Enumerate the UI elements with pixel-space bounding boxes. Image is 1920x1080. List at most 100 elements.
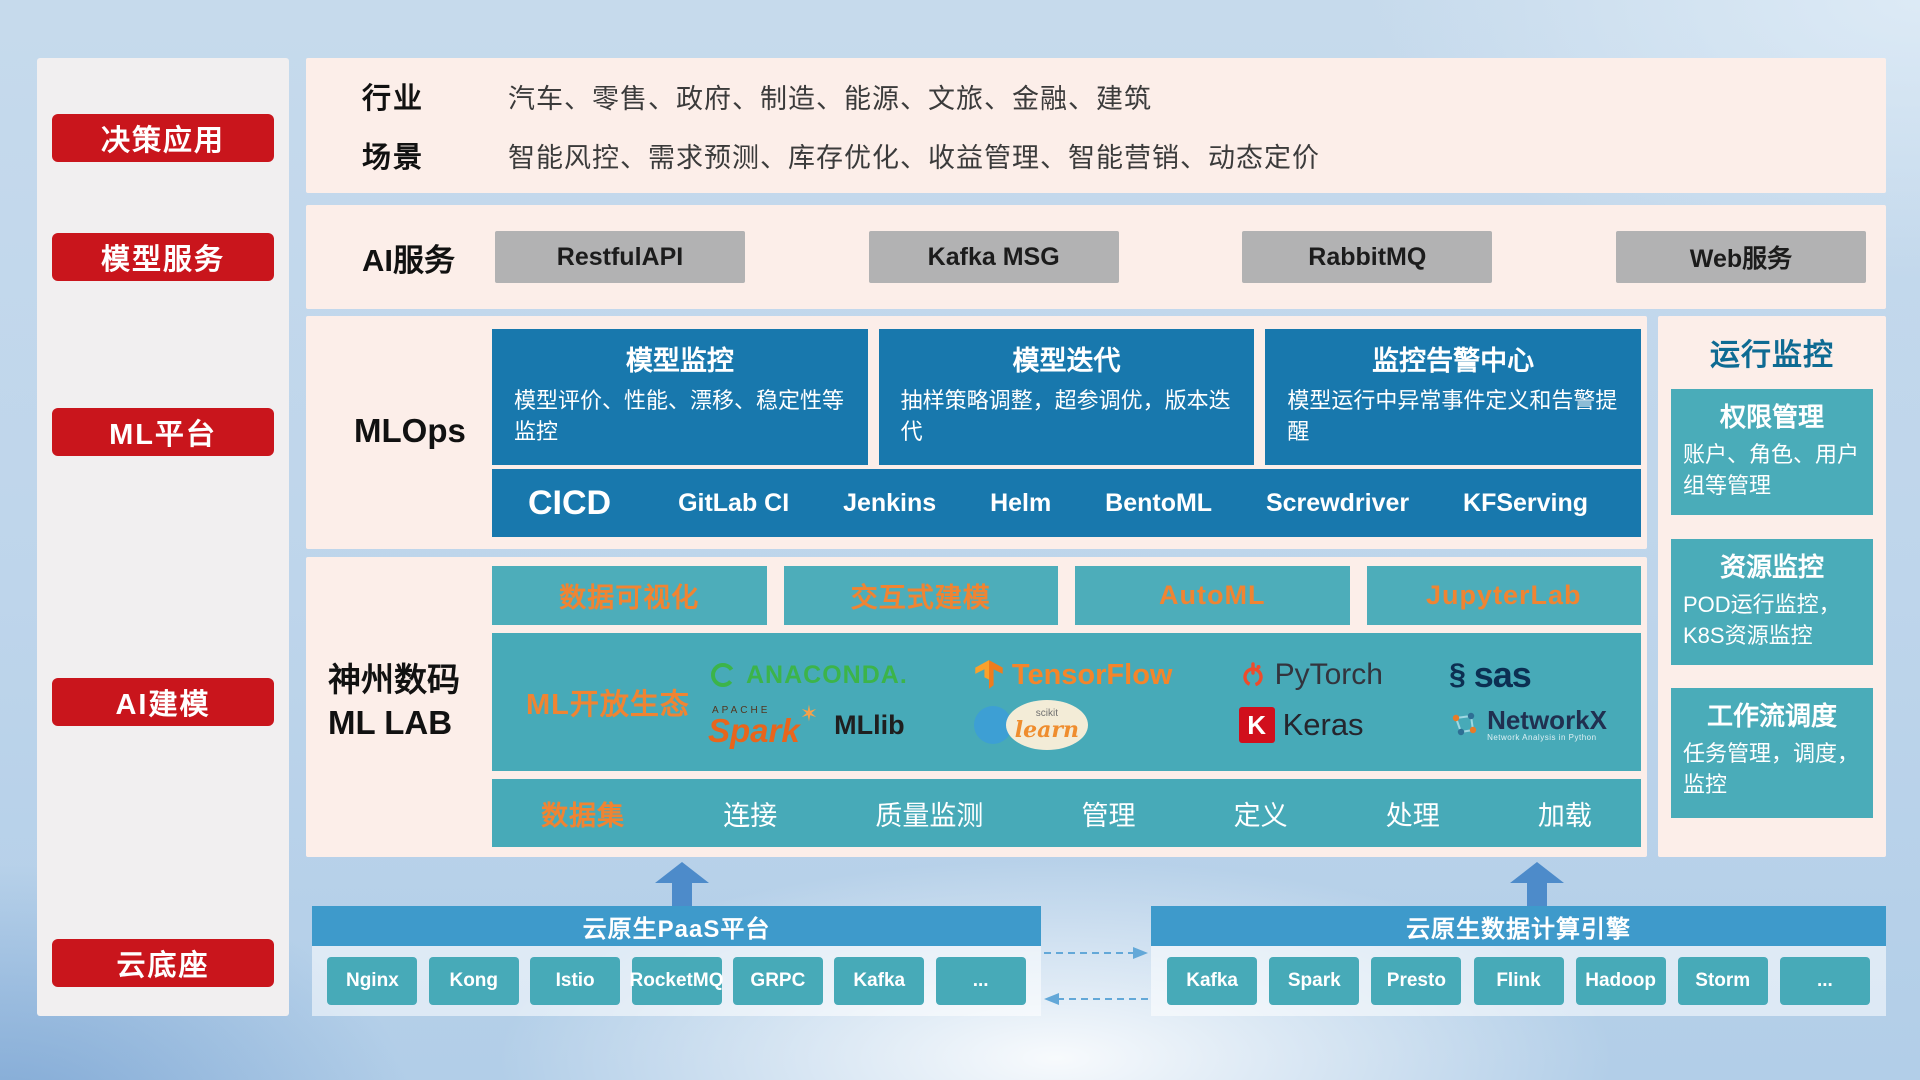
arrow-stem — [672, 883, 692, 906]
arrow-stem — [1527, 883, 1547, 906]
paas-title-bar: 云原生PaaS平台 — [312, 906, 1041, 946]
chip-istio[interactable]: Istio — [530, 957, 621, 1005]
engine-items: Kafka Spark Presto Flink Hadoop Storm ..… — [1151, 946, 1886, 1016]
dataset-item-define: 定义 — [1233, 800, 1288, 831]
mllab-label: 神州数码 ML LAB — [328, 659, 490, 745]
runtime-monitoring-title: 运行监控 — [1710, 339, 1834, 372]
dataset-item-connect: 连接 — [723, 800, 778, 831]
mlops-label: MLOps — [354, 412, 466, 449]
ai-service-label: AI服务 — [362, 242, 455, 278]
up-arrow-paas — [655, 862, 709, 906]
bidirectional-dashed-arrows — [1044, 947, 1148, 1005]
automl-button[interactable]: AutoML — [1075, 566, 1350, 625]
sidebar-item-ml-platform[interactable]: ML平台 — [52, 408, 274, 456]
paas-items: Nginx Kong Istio RocketMQ GRPC Kafka ... — [312, 946, 1041, 1016]
kafka-msg-button[interactable]: Kafka MSG — [868, 231, 1119, 283]
chip-presto[interactable]: Presto — [1371, 957, 1462, 1005]
chip-more-2[interactable]: ... — [1779, 957, 1870, 1005]
interactive-modeling-button[interactable]: 交互式建模 — [783, 566, 1058, 625]
resource-monitoring-card: 资源监控 POD运行监控，K8S资源监控 — [1671, 539, 1873, 665]
card-title: 权限管理 — [1719, 402, 1824, 432]
dataset-item-load: 加载 — [1537, 800, 1592, 831]
tensorflow-text: TensorFlow — [1011, 658, 1173, 691]
restfulapi-button[interactable]: RestfulAPI — [495, 231, 745, 283]
tensorflow-icon — [975, 660, 1003, 689]
mllab-label-line2: ML LAB — [328, 703, 453, 741]
web-service-button[interactable]: Web服务 — [1615, 231, 1866, 283]
engine-title-bar: 云原生数据计算引擎 — [1151, 906, 1886, 946]
jupyterlab-button[interactable]: JupyterLab — [1366, 566, 1641, 625]
mlops-panel: MLOps 模型监控 模型评价、性能、漂移、稳定性等监控 模型迭代 抽样策略调整… — [306, 316, 1647, 549]
ml-ecosystem-box: ML开放生态 ANACONDA. TensorFlow — [492, 633, 1641, 771]
pytorch-text: PyTorch — [1274, 658, 1383, 691]
chip-kafka-2[interactable]: Kafka — [1167, 957, 1258, 1005]
card-title: 工作流调度 — [1706, 701, 1837, 731]
chip-hadoop[interactable]: Hadoop — [1575, 957, 1666, 1005]
industry-row: 行业 汽车、零售、政府、制造、能源、文旅、金融、建筑 — [362, 75, 1886, 117]
scikit-learn-icon — [973, 706, 1012, 744]
chip-more[interactable]: ... — [935, 957, 1026, 1005]
card-desc: 账户、角色、用户组等管理 — [1683, 442, 1860, 498]
dataset-item-manage: 管理 — [1081, 800, 1136, 831]
scenario-list: 智能风控、需求预测、库存优化、收益管理、智能营销、动态定价 — [508, 142, 1320, 173]
sidebar-item-decision-apps[interactable]: 决策应用 — [52, 114, 274, 162]
cicd-item-bentoml: BentoML — [1105, 488, 1213, 517]
data-visualization-button[interactable]: 数据可视化 — [492, 566, 767, 625]
rabbitmq-button[interactable]: RabbitMQ — [1242, 231, 1493, 283]
arrow-head — [1510, 862, 1564, 883]
cicd-item-jenkins: Jenkins — [843, 488, 937, 517]
ai-service-buttons: RestfulAPI Kafka MSG RabbitMQ Web服务 — [495, 205, 1866, 309]
scikit-text: scikit — [1035, 708, 1058, 719]
cicd-item-screwdriver: Screwdriver — [1265, 488, 1410, 517]
apache-text: APACHE — [712, 704, 771, 716]
card-title: 模型迭代 — [1012, 346, 1121, 376]
keras-text: Keras — [1282, 707, 1364, 742]
dataset-label: 数据集 — [541, 800, 626, 831]
spark-wordmark: APACHE Spark — [708, 704, 800, 747]
dataset-item-quality: 质量监测 — [875, 800, 984, 831]
sidebar-item-cloud-base[interactable]: 云底座 — [52, 939, 274, 987]
card-desc: 任务管理，调度，监控 — [1683, 741, 1860, 797]
spark-star-icon: ✶ — [799, 701, 819, 726]
spark-mllib-logo: APACHE Spark ✶ MLlib — [708, 701, 908, 747]
tensorflow-logo: TensorFlow — [974, 658, 1173, 692]
sas-logo: § sas — [1449, 654, 1607, 696]
sidebar-item-ai-modeling[interactable]: AI建模 — [52, 678, 274, 726]
card-desc: 模型评价、性能、漂移、稳定性等监控 — [514, 388, 845, 444]
runtime-monitoring-panel: 运行监控 权限管理 账户、角色、用户组等管理 资源监控 POD运行监控，K8S资… — [1658, 316, 1886, 857]
card-desc: 模型运行中异常事件定义和告警提醒 — [1287, 388, 1618, 444]
chip-kong[interactable]: Kong — [428, 957, 519, 1005]
chip-rocketmq[interactable]: RocketMQ — [630, 957, 723, 1005]
industry-list: 汽车、零售、政府、制造、能源、文旅、金融、建筑 — [508, 83, 1152, 114]
chip-spark[interactable]: Spark — [1269, 957, 1360, 1005]
chip-storm[interactable]: Storm — [1677, 957, 1768, 1005]
sas-icon: § — [1449, 658, 1466, 691]
keras-logo: K Keras — [1238, 707, 1383, 743]
ml-ecosystem-logos: ANACONDA. TensorFlow PyTorch — [704, 654, 1641, 750]
card-desc: 抽样策略调整，超参调优，版本迭代 — [900, 388, 1231, 444]
networkx-wordmark: NetworkX Network Analysis in Python — [1487, 706, 1607, 743]
pytorch-icon — [1242, 662, 1263, 687]
ai-service-panel: AI服务 RestfulAPI Kafka MSG RabbitMQ Web服务 — [306, 205, 1886, 309]
card-title: 模型监控 — [625, 346, 734, 376]
model-monitoring-card: 模型监控 模型评价、性能、漂移、稳定性等监控 — [492, 329, 868, 465]
cicd-item-helm: Helm — [990, 488, 1052, 517]
sas-text: sas — [1473, 654, 1532, 695]
dataset-item-process: 处理 — [1385, 800, 1440, 831]
model-iteration-card: 模型迭代 抽样策略调整，超参调优，版本迭代 — [878, 329, 1255, 465]
sidebar-item-model-service[interactable]: 模型服务 — [52, 233, 274, 281]
scenario-row: 场景 智能风控、需求预测、库存优化、收益管理、智能营销、动态定价 — [362, 134, 1886, 176]
mllab-panel: 神州数码 ML LAB 数据可视化 交互式建模 AutoML JupyterLa… — [306, 557, 1647, 857]
arrow-head — [655, 862, 709, 883]
mllab-tools-row: 数据可视化 交互式建模 AutoML JupyterLab — [492, 566, 1641, 625]
chip-kafka[interactable]: Kafka — [834, 957, 925, 1005]
networkx-logo: NetworkX Network Analysis in Python — [1449, 706, 1607, 743]
cicd-item-kfserving: KFServing — [1463, 488, 1589, 517]
industry-label: 行业 — [362, 83, 425, 115]
chip-grpc[interactable]: GRPC — [732, 957, 823, 1005]
data-engine-group: 云原生数据计算引擎 Kafka Spark Presto Flink Hadoo… — [1151, 906, 1886, 1016]
networkx-subtitle: Network Analysis in Python — [1487, 733, 1597, 743]
chip-flink[interactable]: Flink — [1473, 957, 1564, 1005]
chip-nginx[interactable]: Nginx — [327, 957, 418, 1005]
